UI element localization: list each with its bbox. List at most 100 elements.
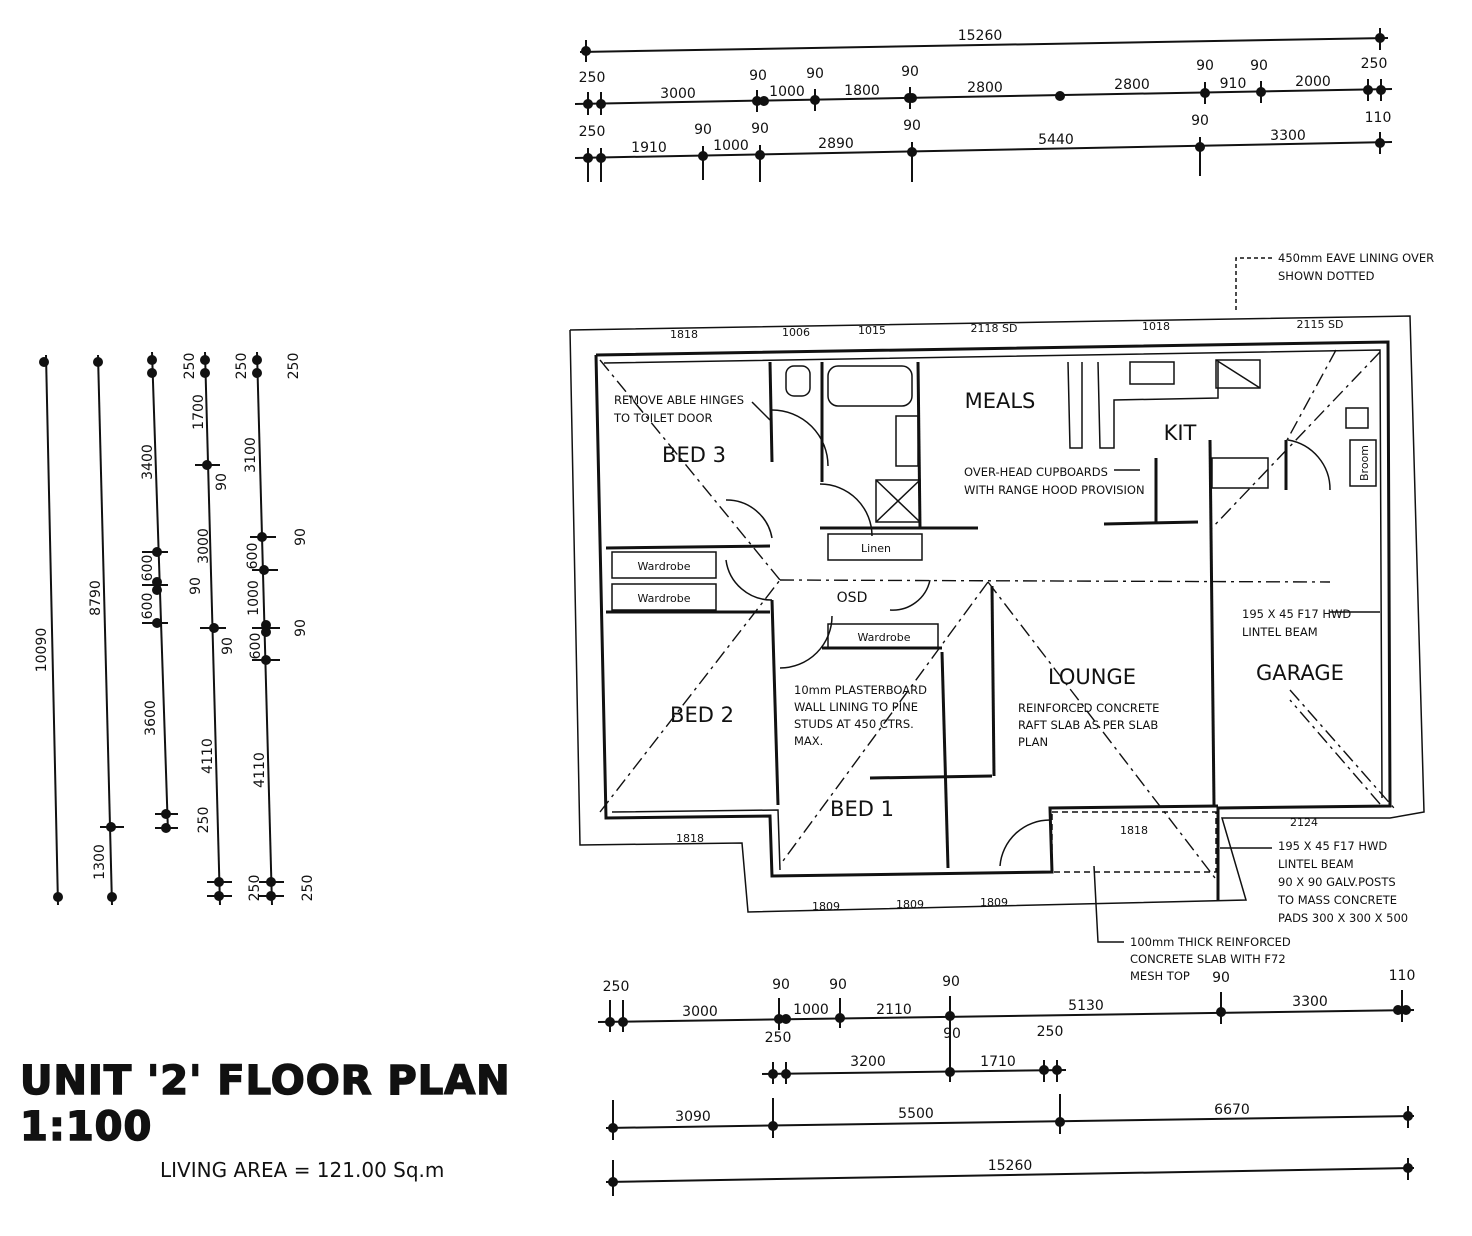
window-label: 2115 SD	[1297, 318, 1344, 331]
dim-left-col4-3: 3000	[196, 528, 212, 564]
dim-bottom-r1-3: 1000	[793, 1002, 829, 1018]
dim-top-overall: 15260	[958, 28, 1003, 44]
dim-left-col5-0: 250	[286, 353, 302, 380]
dim-top-r2-10: 110	[1365, 110, 1392, 126]
dim-bottom-r2-4: 250	[1037, 1024, 1064, 1040]
note-cupboards-line-1: OVER-HEAD CUPBOARDS	[964, 465, 1108, 479]
dim-left-col5-2: 90	[293, 528, 309, 546]
note-posts-line-1: 90 X 90 GALV.POSTS	[1278, 875, 1396, 889]
note-raft-line-3: PLAN	[1018, 735, 1048, 749]
dim-left-col2: 8790	[88, 580, 104, 616]
note-lintel-line-1: 195 X 45 F17 HWD	[1242, 607, 1351, 621]
dim-left-col5-6: 600	[248, 633, 264, 660]
dim-bottom-r1-7: 5130	[1068, 998, 1104, 1014]
note-posts-line-2: TO MASS CONCRETE	[1277, 893, 1397, 907]
dim-top-r2-7: 5440	[1038, 132, 1074, 148]
dim-top-r1-6: 90	[901, 64, 919, 80]
dim-left-col4-2: 90	[214, 473, 230, 491]
broom-label: Broom	[1358, 445, 1371, 481]
window-label: 1818	[1120, 824, 1148, 837]
note-slab-line-2: CONCRETE SLAB WITH F72	[1130, 952, 1286, 966]
dim-left-col5-5: 90	[293, 619, 309, 637]
dim-left-col5-4: 1000	[246, 580, 262, 616]
room-bed-3: BED 3	[662, 443, 726, 467]
window-label: 1015	[858, 324, 886, 337]
room-bed-2: BED 2	[670, 703, 734, 727]
dim-bottom-r1-8: 90	[1212, 970, 1230, 986]
note-cupboards-line-2: WITH RANGE HOOD PROVISION	[964, 483, 1145, 497]
note-plaster-line-2: WALL LINING TO PINE	[794, 700, 918, 714]
dim-top-r1-11: 90	[1250, 58, 1268, 74]
note-slab-line-1: 100mm THICK REINFORCED	[1130, 935, 1291, 949]
dim-left-col3-0: 250	[182, 353, 198, 380]
dim-top-r2-5: 2890	[818, 136, 854, 152]
top-dimension-strings: 15260 250 3000 90 1000 90 1800 90 2800 2…	[574, 28, 1393, 182]
osd-label: OSD	[837, 590, 868, 606]
dim-top-r2-9: 3300	[1270, 128, 1306, 144]
dim-bottom-r1-2: 90	[772, 977, 790, 993]
dim-top-r1-4: 90	[806, 66, 824, 82]
left-dimension-strings: 10090 8790 1300 250 3400 600 90 600 3600…	[34, 351, 316, 906]
dim-left-col3-6: 250	[196, 807, 212, 834]
dim-bottom-r1-9: 3300	[1292, 994, 1328, 1010]
title-block: UNIT '2' FLOOR PLAN 1:100 LIVING AREA = …	[19, 1057, 620, 1182]
linen-label: Linen	[861, 542, 891, 555]
note-raft-line-1: REINFORCED CONCRETE	[1018, 701, 1159, 715]
room-kitchen: KIT	[1164, 421, 1197, 445]
annotation-notes: 450mm EAVE LINING OVER SHOWN DOTTED REMO…	[613, 251, 1434, 983]
dim-bottom-r2-1: 3200	[850, 1054, 886, 1070]
dim-left-col4-1: 1700	[191, 394, 207, 430]
dim-top-r1-10: 910	[1220, 76, 1247, 92]
dim-top-r1-9: 90	[1196, 58, 1214, 74]
dim-bottom-r1-1: 3000	[682, 1004, 718, 1020]
dim-bottom-r3-0: 3090	[675, 1109, 711, 1125]
dim-bottom-r1-10: 110	[1389, 968, 1416, 984]
room-bed-1: BED 1	[830, 797, 894, 821]
wardrobe-label: Wardrobe	[638, 592, 691, 605]
living-area: LIVING AREA = 121.00 Sq.m	[160, 1158, 445, 1182]
dim-top-r2-3: 1000	[713, 138, 749, 154]
note-lintel2-line-2: LINTEL BEAM	[1278, 857, 1354, 871]
window-label: 2118 SD	[971, 322, 1018, 335]
note-posts-line-3: PADS 300 X 300 X 500	[1278, 911, 1408, 925]
dim-bottom-r3-1: 5500	[898, 1106, 934, 1122]
dim-top-r1-0: 250	[579, 70, 606, 86]
room-lounge: LOUNGE	[1048, 665, 1136, 689]
dim-top-r1-3: 1000	[769, 84, 805, 100]
window-label: 1809	[980, 896, 1008, 909]
window-label: 1809	[812, 900, 840, 913]
room-labels: MEALS KIT BED 3 BED 2 BED 1 LOUNGE GARAG…	[638, 389, 1372, 821]
dim-top-r2-2: 90	[694, 122, 712, 138]
dim-left-col5-1: 3100	[243, 437, 259, 473]
dim-bottom-r2-3: 1710	[980, 1054, 1016, 1070]
dim-left-col4-0: 250	[234, 353, 250, 380]
note-lintel2-line-1: 195 X 45 F17 HWD	[1278, 839, 1387, 853]
dim-left-col1: 10090	[34, 628, 50, 673]
dim-left-col4-5: 4110	[200, 738, 216, 774]
dim-left-col5-3: 600	[245, 543, 261, 570]
dim-top-r2-0: 250	[579, 124, 606, 140]
dim-left-col2b: 1300	[92, 844, 108, 880]
dim-bottom-r1-6: 90	[942, 974, 960, 990]
dim-top-r1-13: 250	[1361, 56, 1388, 72]
dim-top-r1-7: 2800	[967, 80, 1003, 96]
dim-top-r2-1: 1910	[631, 140, 667, 156]
note-raft-line-2: RAFT SLAB AS PER SLAB	[1018, 718, 1158, 732]
building-outline	[569, 315, 1425, 913]
dim-bottom-r1-0: 250	[603, 979, 630, 995]
dim-left-col5-7: 4110	[252, 752, 268, 788]
dim-left-col3-3: 90	[188, 577, 204, 595]
dim-top-r1-1: 3000	[660, 86, 696, 102]
room-garage: GARAGE	[1256, 661, 1344, 685]
dim-top-r1-2: 90	[749, 68, 767, 84]
dim-bottom-overall: 15260	[988, 1158, 1033, 1174]
window-label: 2124	[1290, 816, 1318, 829]
dim-left-col3-4: 600	[140, 593, 156, 620]
note-plaster-line-3: STUDS AT 450 CTRS.	[794, 717, 914, 731]
dim-left-col3-1: 3400	[140, 444, 156, 480]
dim-top-r1-8: 2800	[1114, 77, 1150, 93]
dim-left-col3-5: 3600	[143, 700, 159, 736]
dim-left-col3-2: 600	[140, 555, 156, 582]
note-plaster-line-1: 10mm PLASTERBOARD	[794, 683, 927, 697]
